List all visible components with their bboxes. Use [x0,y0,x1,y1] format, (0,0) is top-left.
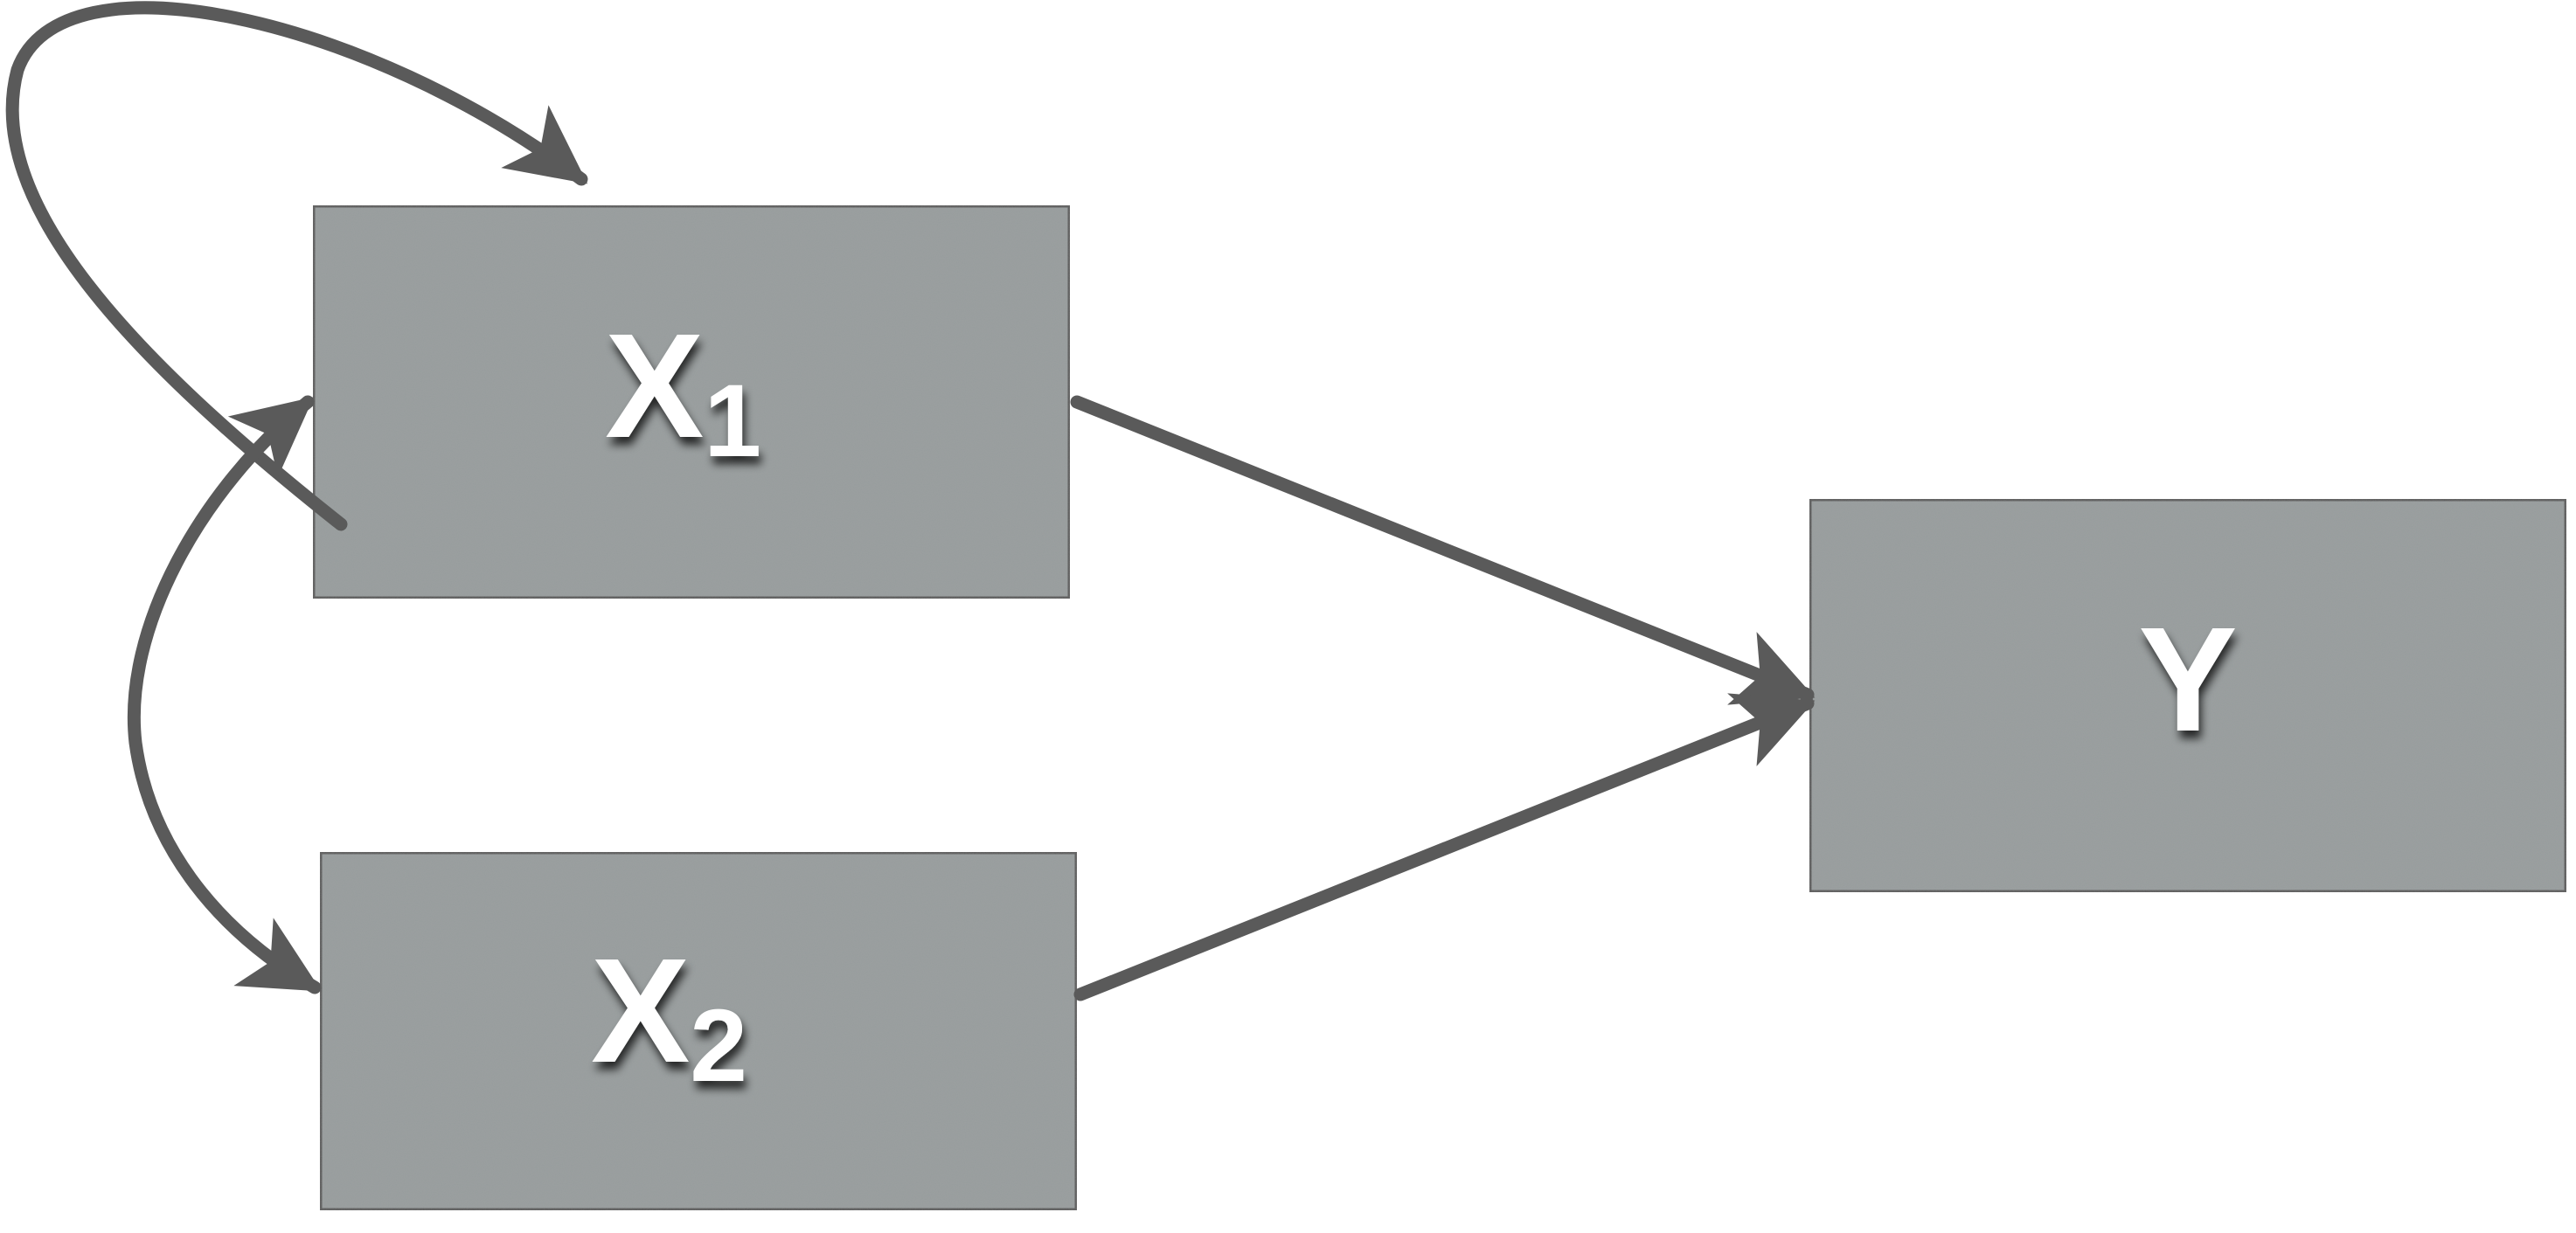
node-x1-box [310,203,1073,601]
node-x2-subscript: 2 [690,988,747,1104]
edge-x1-to-y [1070,395,1816,705]
node-x1-main: X [605,303,704,469]
node-x2-box [317,849,1080,1213]
node-y-box [1807,496,2569,895]
node-x2: X2 [317,849,1080,1213]
edge-x1-x2-covariance [127,395,322,994]
edge-x1-self-loop [5,1,588,531]
edge-x2-to-y [1073,693,1816,1001]
node-x1: X1 [310,203,1073,601]
node-x2-main: X [591,928,690,1094]
node-x1-label: X1 [605,303,761,479]
node-y: Y [1807,496,2569,895]
node-x1-subscript: 1 [704,364,761,479]
node-y-label: Y [2138,597,2237,763]
edges [5,1,1816,1001]
node-x2-label: X2 [591,928,747,1104]
